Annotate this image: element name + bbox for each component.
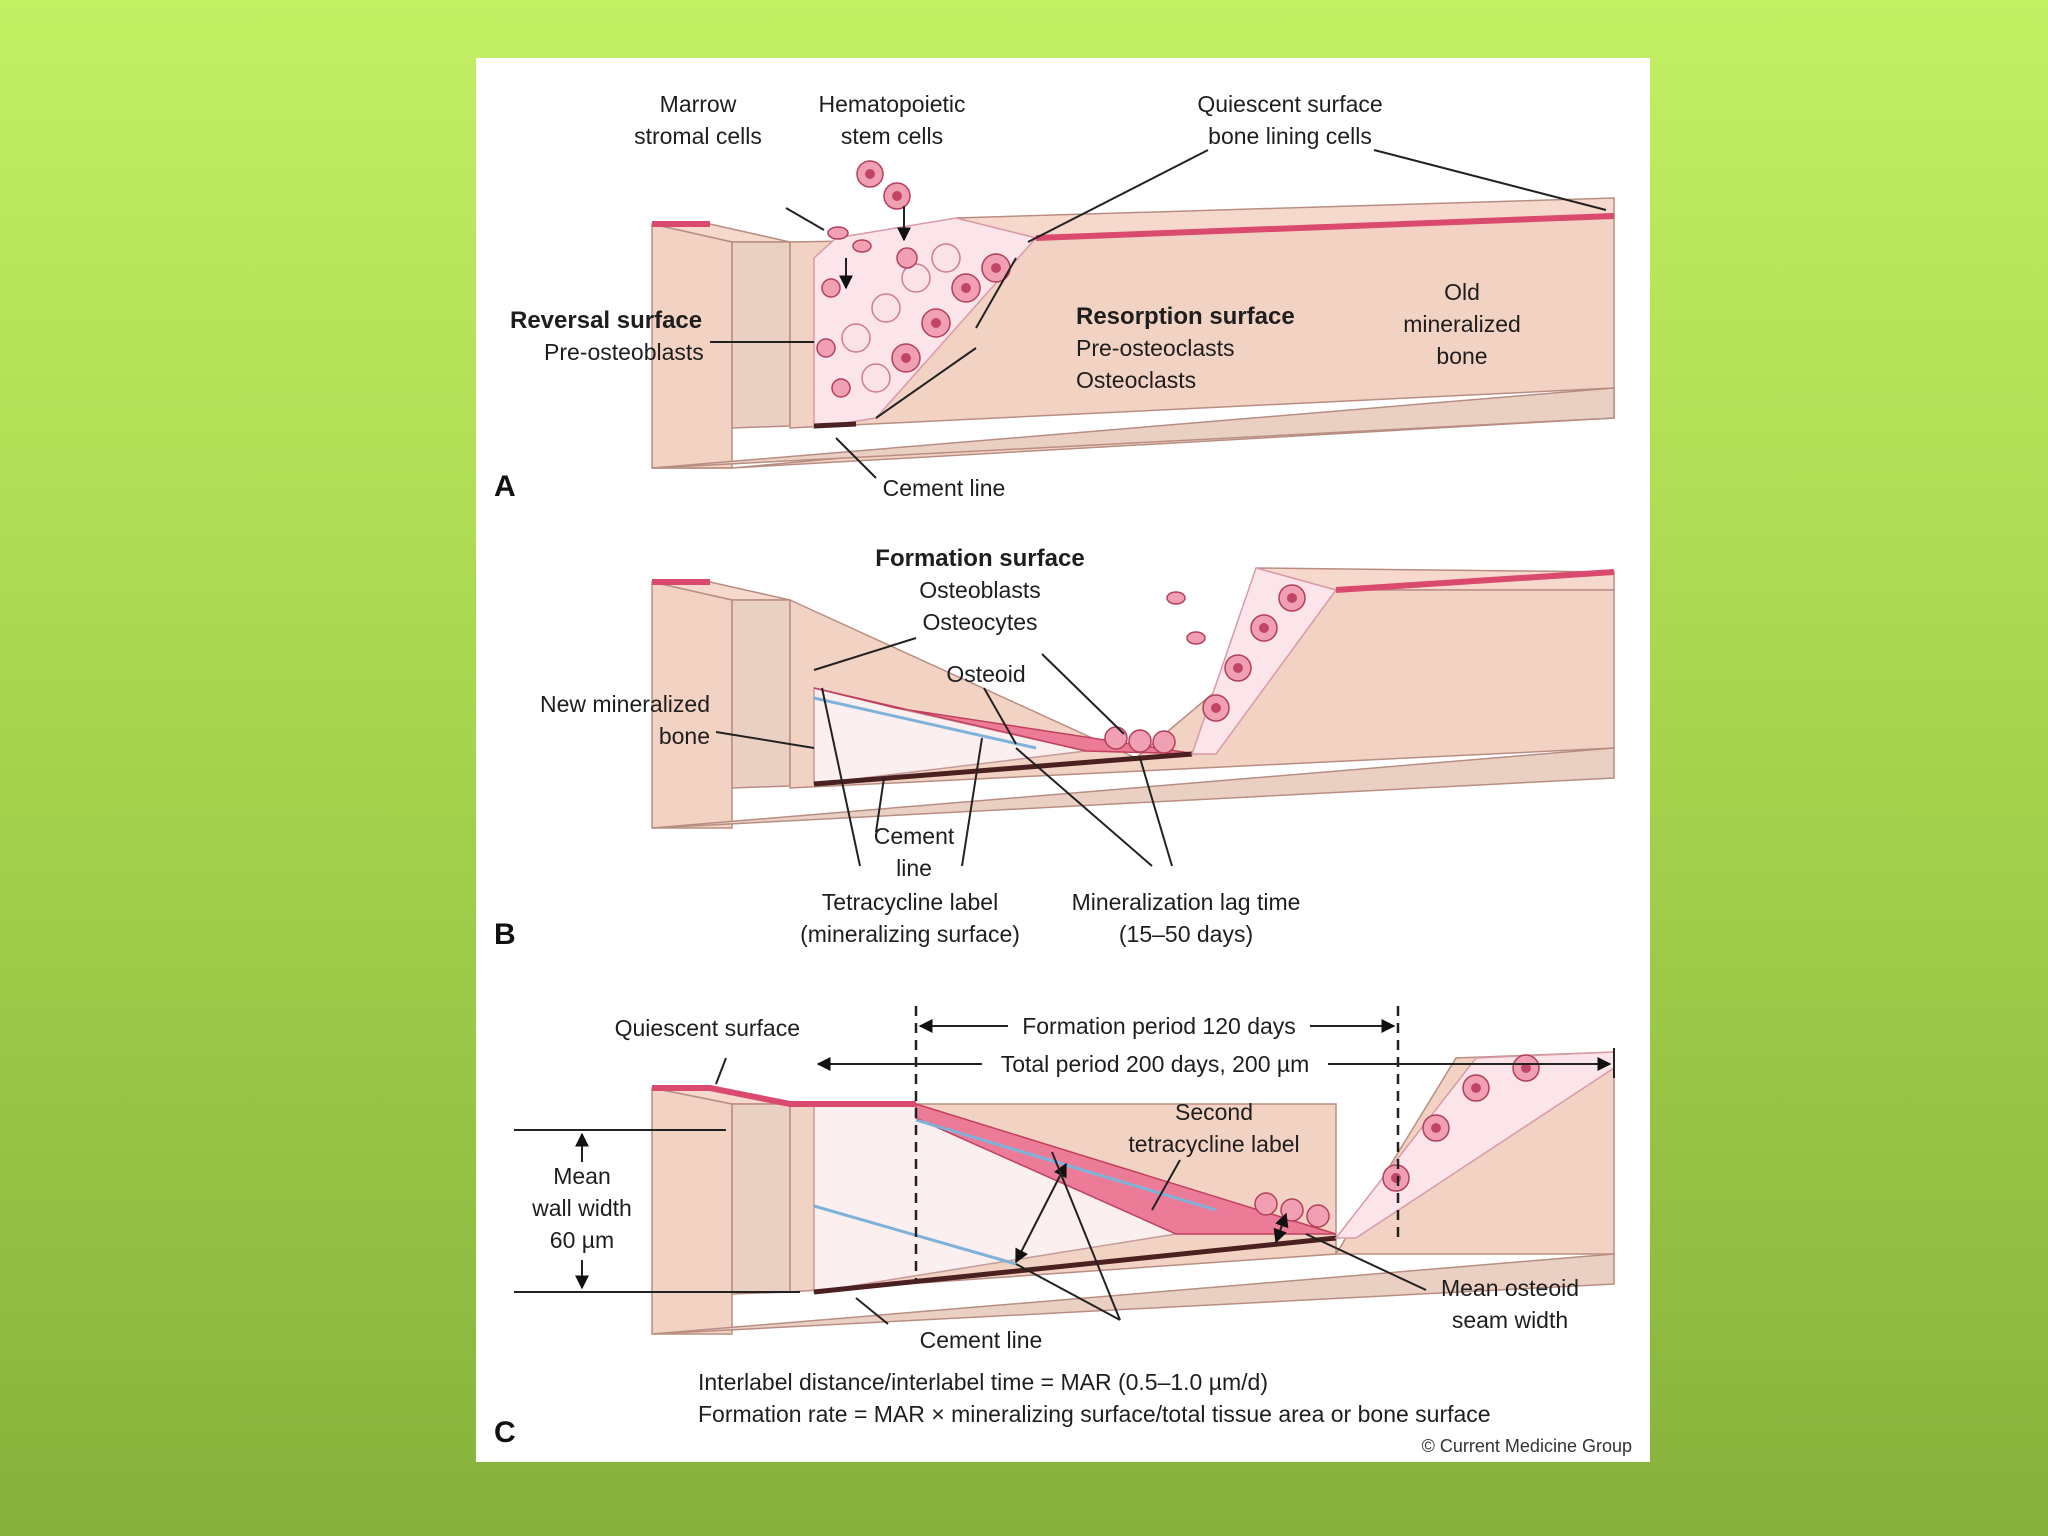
panel-c-wall-3: 60 µm [550, 1227, 614, 1253]
panel-a-old-bone-3: bone [1436, 343, 1487, 369]
panel-a-cement-line-mark [813, 421, 857, 429]
panel-a-floating-cells [827, 160, 918, 269]
panel-b-leader-formation [813, 637, 917, 671]
panel-a-marrow-label-1: Marrow [660, 91, 737, 117]
panel-b-formation-sub1: Osteoblasts [919, 577, 1040, 603]
panel-b-osteoid-label: Osteoid [946, 661, 1025, 687]
panel-b-leader-osteoid [983, 687, 1017, 745]
panel-b-lag-1: Mineralization lag time [1072, 889, 1301, 915]
panel-b-leader-tetra-2 [961, 737, 983, 867]
panel-c-wall-2: wall width [531, 1195, 632, 1221]
panel-c-letter: C [494, 1416, 516, 1449]
panel-c: Quiescent surface Formation period 120 d… [494, 1006, 1615, 1449]
panel-c-seam-arrow [1273, 1212, 1289, 1244]
panel-c-cement-line-mark [813, 1235, 1337, 1295]
panel-b-cell-mass [1104, 567, 1338, 755]
panel-b-tetra-2: (mineralizing surface) [800, 921, 1020, 947]
bone-remodeling-diagram: Marrow stromal cells Hematopoietic stem … [494, 91, 1632, 1456]
panel-b-tetracycline-band [813, 696, 1037, 750]
panel-c-seam-2: seam width [1452, 1307, 1568, 1333]
panel-b-bone-block [651, 567, 1615, 829]
panel-a-leader-resorption-1 [975, 257, 1017, 329]
panel-b-cement-2: line [896, 855, 932, 881]
panel-b-letter: B [494, 918, 516, 951]
panel-b-tetra-1: Tetracycline label [822, 889, 998, 915]
panel-c-leader-cement [855, 1297, 889, 1325]
panel-b-lag-2: (15–50 days) [1119, 921, 1253, 947]
panel-a-resorption-sub1: Pre-osteoclasts [1076, 335, 1235, 361]
panel-a-old-bone-1: Old [1444, 279, 1480, 305]
panel-c-formula-1: Interlabel distance/interlabel time = MA… [698, 1369, 1268, 1395]
panel-a-reversal-sub: Pre-osteoblasts [544, 339, 704, 365]
panel-a-resorption-sub2: Osteoclasts [1076, 367, 1196, 393]
panel-a-marrow-label-2: stromal cells [634, 123, 762, 149]
panel-a-cement-label: Cement line [883, 475, 1006, 501]
panel-a-reversal-title: Reversal surface [510, 307, 702, 334]
panel-a-leader-stromal [785, 207, 825, 231]
panel-c-leader-seam [1305, 1233, 1427, 1291]
panel-a-hema-label-2: stem cells [841, 123, 943, 149]
panel-b-leader-cement [875, 777, 885, 833]
panel-c-wall-1: Mean [553, 1163, 611, 1189]
panel-b-new-bone-2: bone [659, 723, 710, 749]
panel-a-old-bone-2: mineralized [1403, 311, 1521, 337]
panel-c-total-period: Total period 200 days, 200 µm [1001, 1051, 1310, 1077]
panel-a-letter: A [494, 470, 516, 503]
copyright-notice: © Current Medicine Group [1422, 1436, 1632, 1456]
panel-a-hema-label-1: Hematopoietic [818, 91, 965, 117]
panel-b-formation-title: Formation surface [875, 545, 1084, 572]
panel-b-leader-osteocytes [1041, 653, 1125, 735]
panel-c-second-label-1: Second [1175, 1099, 1253, 1125]
panel-a-cell-mass [813, 217, 1038, 429]
panel-c-cement-label: Cement line [920, 1327, 1043, 1353]
panel-a-leader-lining [1373, 149, 1607, 211]
panel-a: Marrow stromal cells Hematopoietic stem … [494, 91, 1615, 503]
panel-c-quiescent-label: Quiescent surface [615, 1015, 800, 1041]
panel-a-quiescent-label-1: Quiescent surface [1197, 91, 1382, 117]
panel-b: Formation surface Osteoblasts Osteocytes… [494, 545, 1615, 951]
panel-b-formation-sub2: Osteocytes [922, 609, 1037, 635]
panel-c-leader-quiescent [715, 1057, 727, 1085]
panel-a-leader-resorption-2 [875, 347, 977, 419]
panel-b-leader-new-bone [715, 731, 815, 749]
panel-b-lining-right [1335, 569, 1615, 593]
panel-b-cement-1: Cement [874, 823, 955, 849]
panel-a-lining-right [1035, 213, 1615, 241]
panel-c-second-label-2: tetracycline label [1128, 1131, 1299, 1157]
panel-b-leader-lag-2 [1139, 757, 1173, 867]
panel-c-quiescent-surface [652, 1085, 916, 1107]
panel-c-formation-period: Formation period 120 days [1022, 1013, 1296, 1039]
panel-a-quiescent-label-2: bone lining cells [1208, 123, 1372, 149]
panel-c-interlabel-arrow [1015, 1162, 1067, 1264]
panel-b-leader-lag-1 [1015, 747, 1153, 867]
panel-c-formula-2: Formation rate = MAR × mineralizing surf… [698, 1401, 1491, 1427]
panel-c-leader-mar-1 [1051, 1151, 1121, 1321]
panel-c-seam-1: Mean osteoid [1441, 1275, 1579, 1301]
figure-panel: Marrow stromal cells Hematopoietic stem … [476, 58, 1650, 1462]
panel-b-leader-tetra-1 [821, 687, 861, 867]
panel-b-cement-line-mark [813, 751, 1193, 787]
panel-a-resorption-title: Resorption surface [1076, 303, 1295, 330]
panel-a-leader-cement [835, 437, 877, 479]
panel-c-leader-mar-2 [1015, 1263, 1121, 1321]
panel-c-leader-second-label [1151, 1159, 1181, 1211]
panel-a-leader-quiescent [1027, 149, 1209, 243]
panel-b-new-bone-1: New mineralized [540, 691, 710, 717]
